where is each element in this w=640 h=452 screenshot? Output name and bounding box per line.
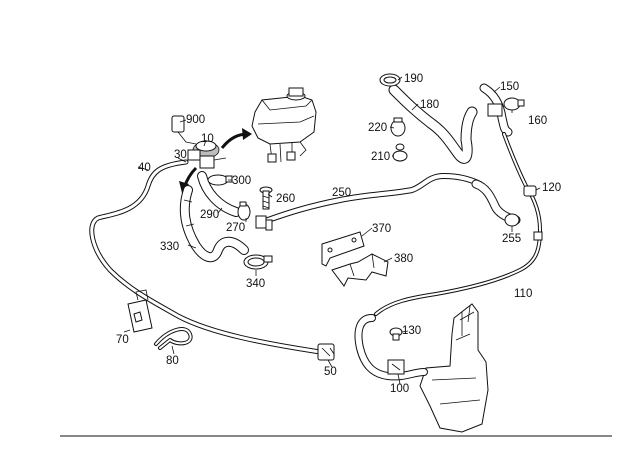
callout-160: 160	[528, 115, 547, 127]
callout-290: 290	[200, 209, 219, 221]
callout-30: 30	[174, 149, 187, 161]
callout-300: 300	[232, 175, 251, 187]
callout-260: 260	[276, 193, 295, 205]
callout-120: 120	[542, 182, 561, 194]
leader-lines	[123, 76, 541, 385]
screw-260	[259, 186, 273, 210]
callout-210: 210	[371, 151, 390, 163]
hose-150	[479, 83, 513, 137]
clamp-220	[390, 117, 406, 137]
valve-10	[171, 115, 227, 169]
hose-330	[179, 185, 249, 263]
callout-900: 900	[186, 114, 205, 126]
callout-100: 100	[390, 383, 409, 395]
callout-40: 40	[138, 162, 151, 174]
callout-220: 220	[368, 122, 387, 134]
callout-150: 150	[500, 81, 519, 93]
callout-270: 270	[226, 222, 245, 234]
clip-120	[523, 185, 537, 197]
clamp-80	[154, 327, 193, 350]
callout-370: 370	[372, 223, 391, 235]
hose-255	[471, 179, 521, 227]
clamp-340	[243, 254, 273, 270]
clamp-190	[379, 73, 401, 87]
callout-labels: 900 10 30 40 300 290 260 270 330 340 250…	[116, 73, 561, 395]
clamp-300	[207, 174, 233, 186]
callout-190: 190	[404, 73, 423, 85]
hose-290	[197, 171, 241, 217]
hose-40	[89, 159, 323, 355]
callout-80: 80	[166, 355, 179, 367]
clamp-210	[392, 143, 408, 162]
callout-330: 330	[160, 241, 179, 253]
callout-255: 255	[502, 233, 521, 245]
callout-130: 130	[402, 325, 421, 337]
callout-70: 70	[116, 334, 129, 346]
callout-250: 250	[332, 187, 351, 199]
line-250	[255, 173, 483, 231]
callout-10: 10	[201, 133, 214, 145]
clamp-160	[503, 97, 525, 111]
hose-100	[354, 314, 428, 381]
callout-50: 50	[324, 366, 337, 378]
bracket-70	[127, 289, 153, 333]
expansion-tank	[251, 87, 317, 163]
callout-110: 110	[514, 288, 532, 300]
clamp-270	[237, 201, 251, 221]
clip-130	[389, 327, 403, 341]
callout-340: 340	[246, 278, 265, 290]
bracket-380	[331, 253, 389, 287]
bracket-370	[321, 231, 365, 267]
callout-380: 380	[394, 253, 413, 265]
washer-reservoir	[419, 303, 489, 433]
hose-180	[388, 84, 478, 164]
callout-180: 180	[420, 99, 439, 111]
clip-50	[317, 343, 335, 361]
line-110	[374, 132, 543, 316]
